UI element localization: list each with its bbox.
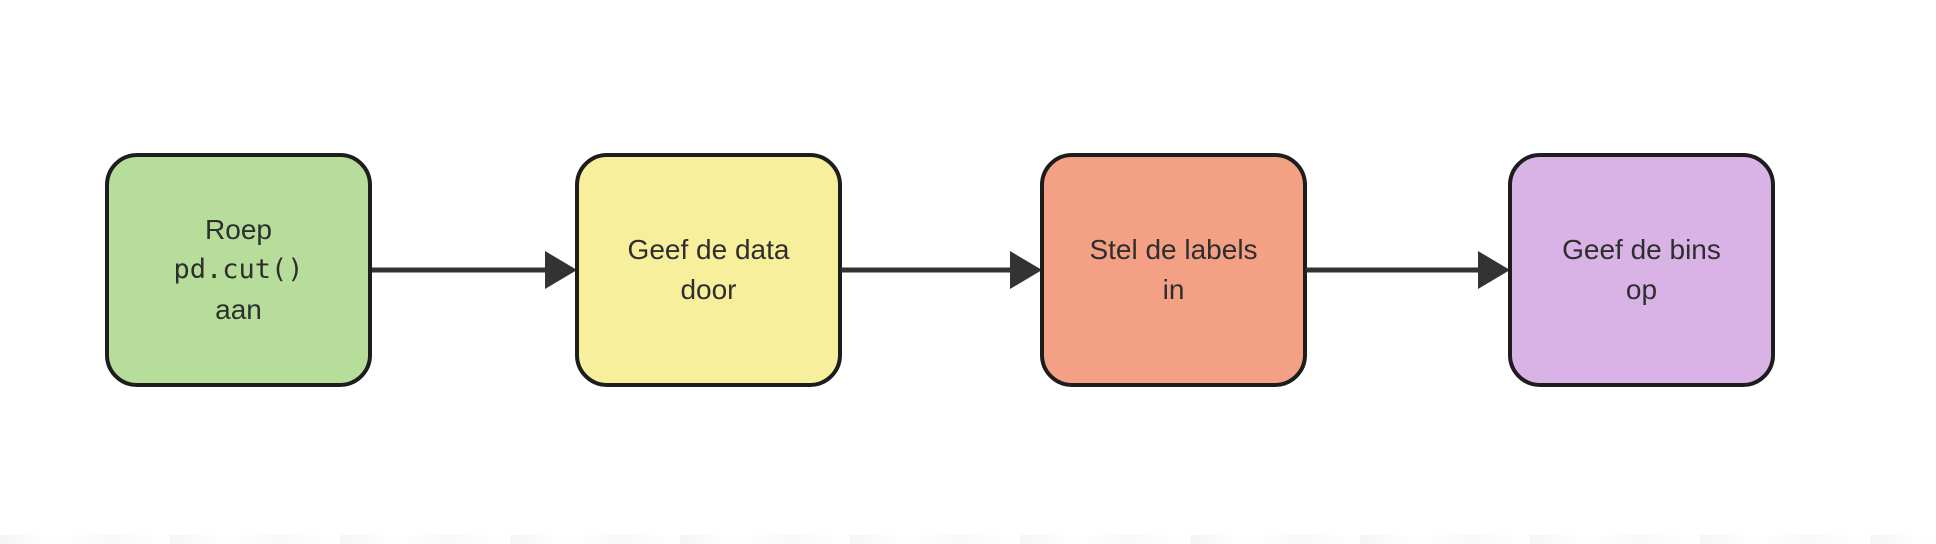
flowchart-node-geef-de-data-door: Geef de data door [575,153,842,387]
node-label-line: in [1162,274,1185,305]
node-label-line: Stel de labels [1089,234,1258,265]
arrow-head-icon [545,251,577,289]
arrow-head-icon [1010,251,1042,289]
arrow-connector [1306,251,1510,289]
node-label-line: Roep [205,214,272,245]
node-label-line: door [680,274,737,305]
flowchart-node-geef-de-bins-op: Geef de bins op [1508,153,1775,387]
arrow-shaft [1306,267,1484,273]
arrow-head-icon [1478,251,1510,289]
flowchart-node-stel-de-labels-in: Stel de labels in [1040,153,1307,387]
bottom-edge-artifact [0,535,1936,544]
arrow-connector [841,251,1042,289]
node-label-line: aan [215,294,262,325]
node-label-line: Geef de bins [1562,234,1721,265]
node-label-line: Geef de data [627,234,790,265]
node-label-line-code: pd.cut() [173,254,304,285]
node-label-line: op [1625,274,1658,305]
arrow-shaft [372,267,551,273]
arrow-shaft [841,267,1016,273]
arrow-connector [372,251,577,289]
flowchart-node-roep-pd-cut-aan: Roep pd.cut() aan [105,153,372,387]
